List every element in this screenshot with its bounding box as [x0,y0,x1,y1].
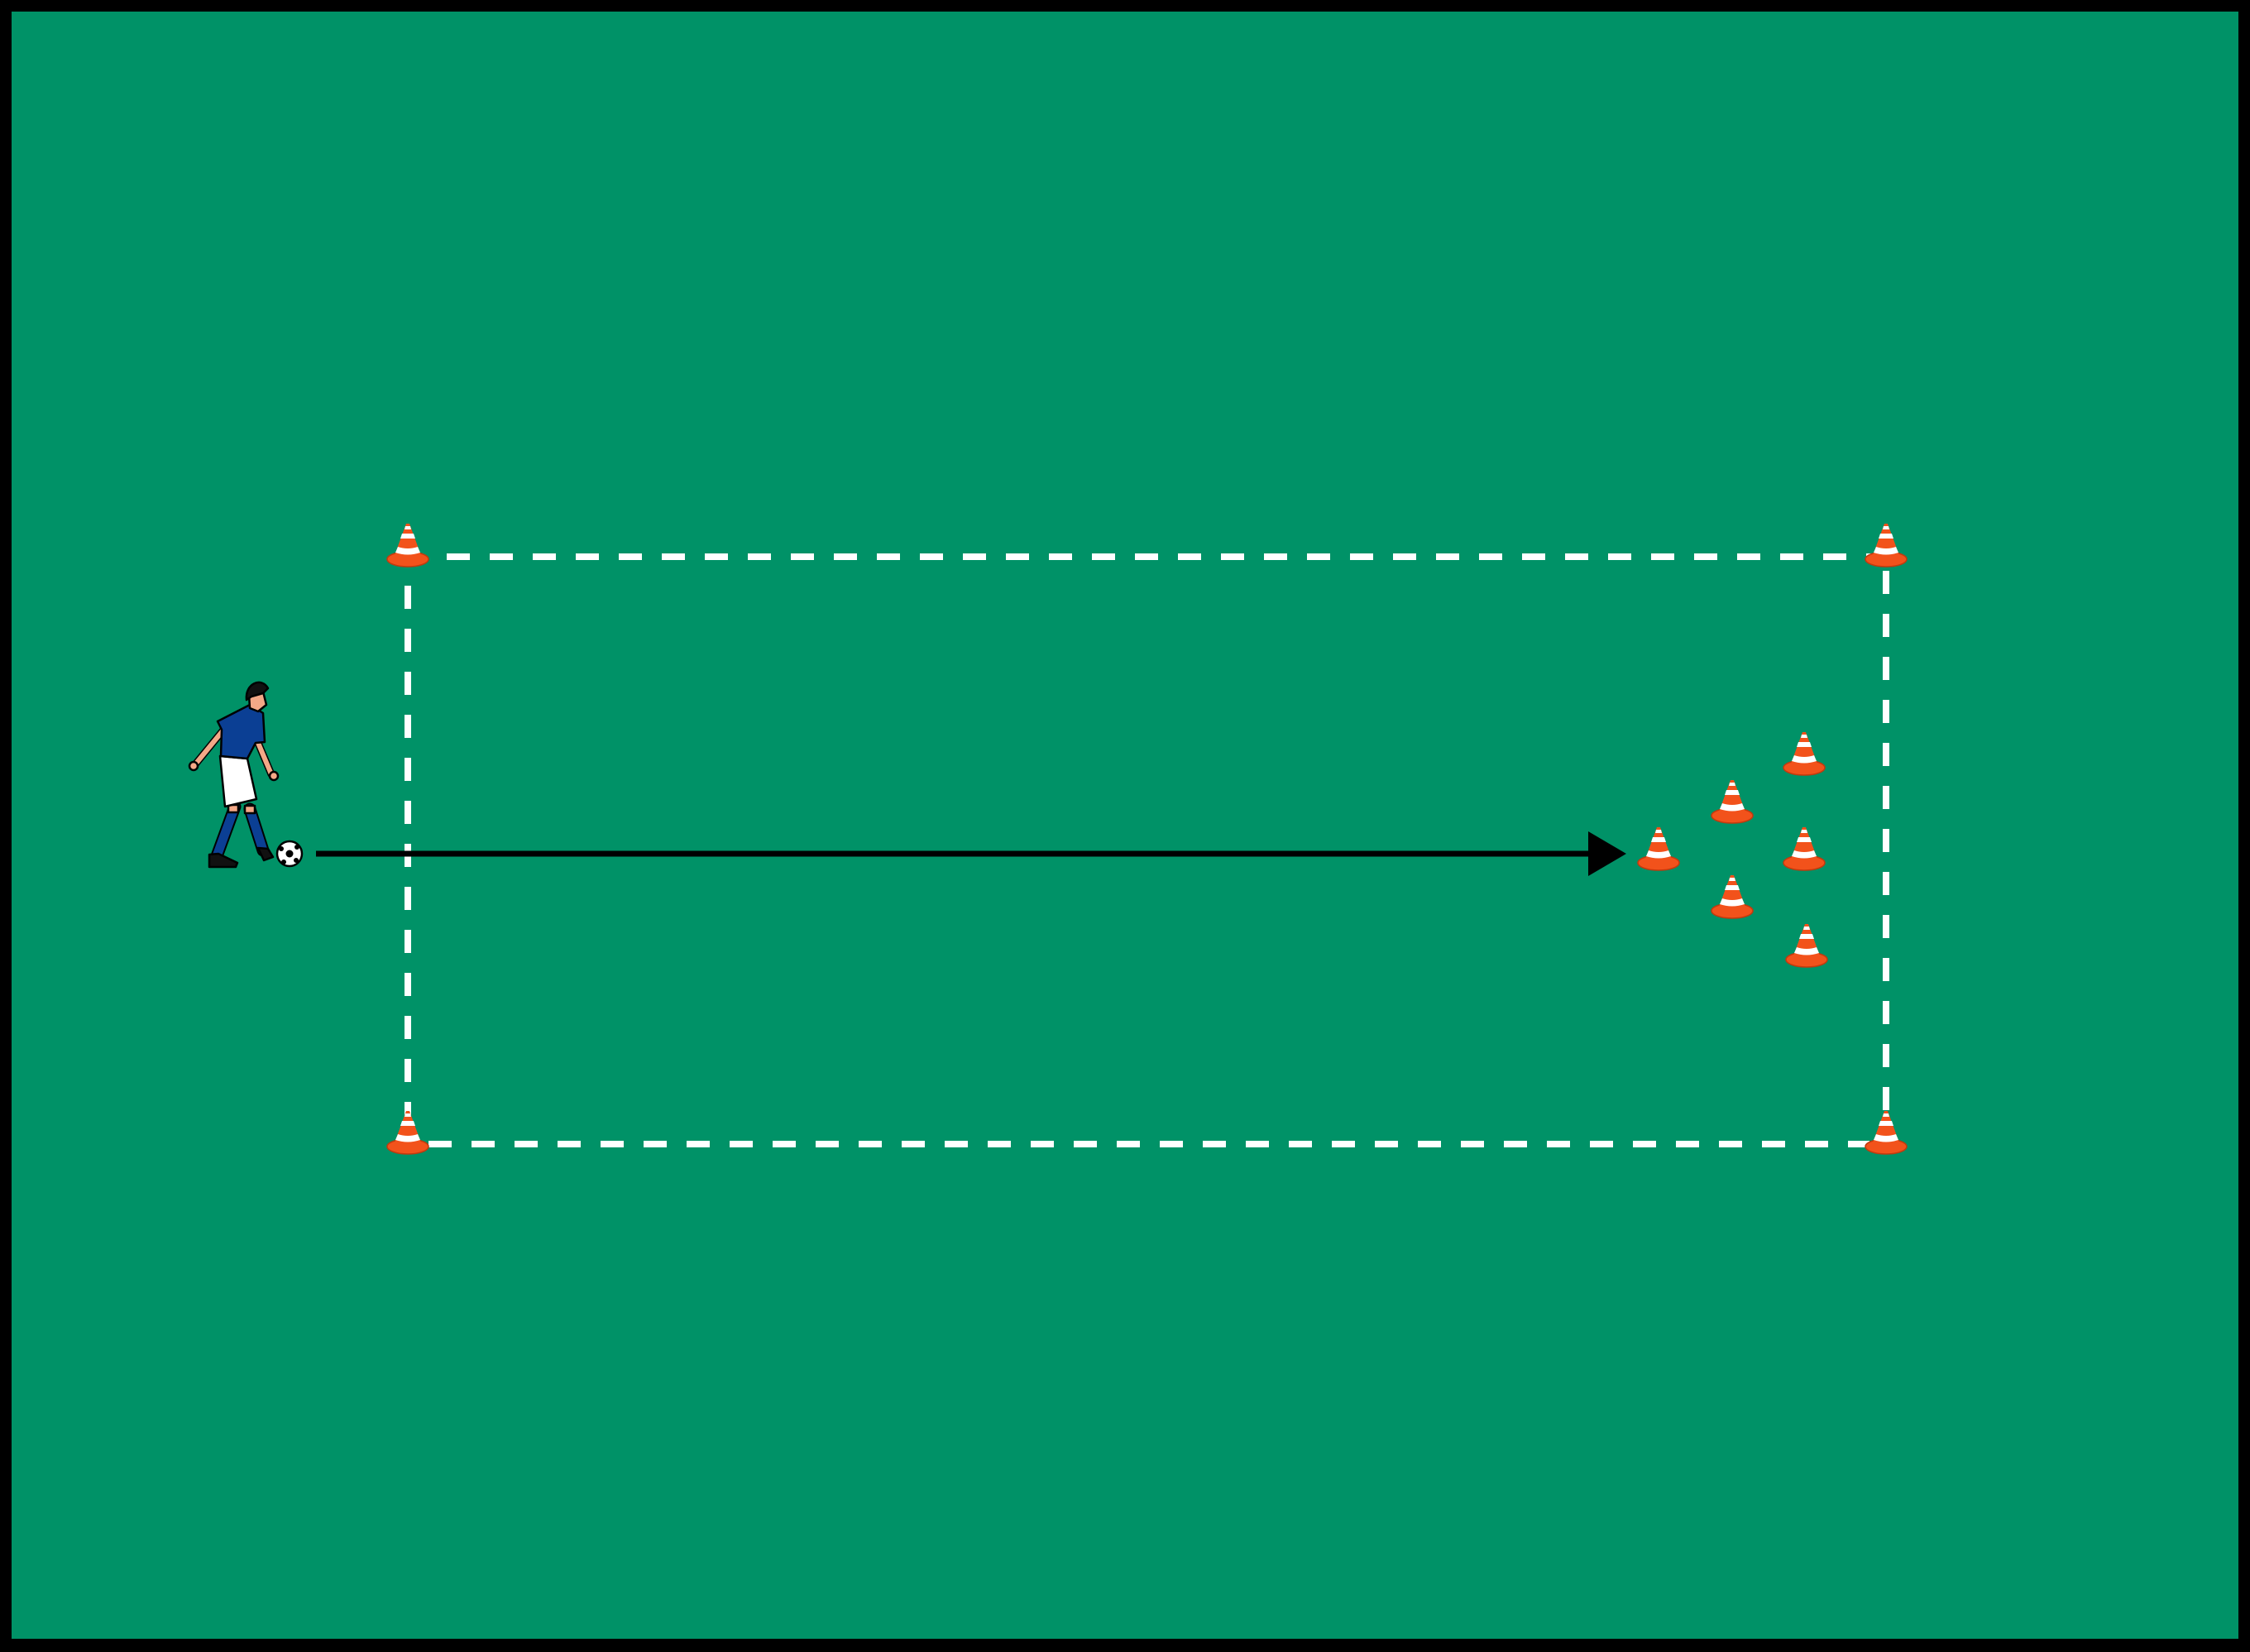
cone-icon [1783,732,1826,776]
cone-icon [1637,827,1680,871]
dribble-arrow [316,831,1626,876]
soccer-ball-icon [275,840,304,868]
cone-icon [1783,827,1826,871]
cone-icon [1865,1111,1908,1155]
cone-icon [1865,524,1908,567]
cones [386,524,1908,1155]
player-icon [188,681,280,869]
cone-icon [1711,875,1754,919]
arrow-head-icon [1588,831,1626,876]
cone-icon [1785,924,1828,968]
cone-icon [386,524,429,567]
cone-icon [1711,780,1754,824]
pitch-surface [12,12,2238,1639]
cone-icon [386,1111,429,1155]
